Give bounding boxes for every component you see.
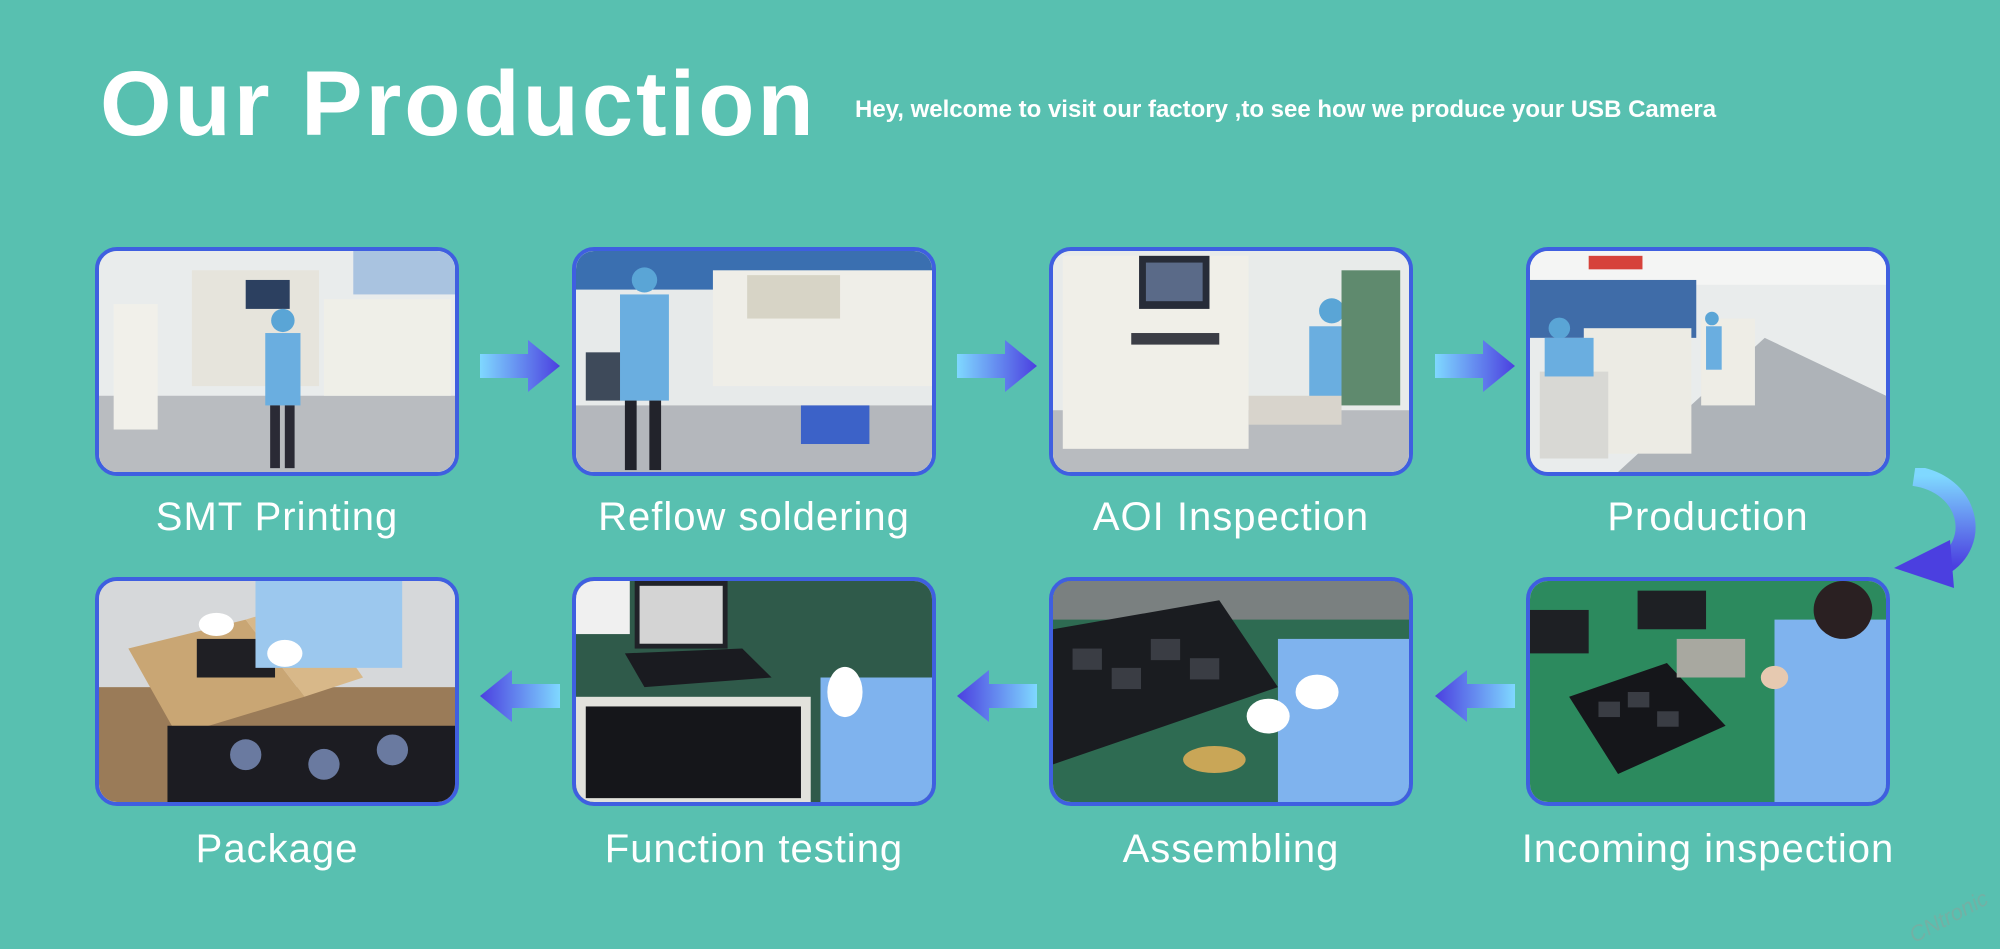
page-subtitle: Hey, welcome to visit our factory ,to se… (855, 96, 1717, 123)
photo-function-testing (572, 577, 936, 806)
photo-production (1526, 247, 1890, 476)
page-title: Our Production (100, 53, 817, 155)
curved-arrow-icon (1894, 468, 1976, 588)
photo-aoi-inspection (1049, 247, 1413, 476)
label-aoi-inspection: AOI Inspection (1092, 495, 1370, 539)
photo-package (95, 577, 459, 806)
arrow-left-icon (957, 670, 1037, 722)
arrow-right-icon (1435, 340, 1515, 392)
label-function-testing: Function testing (604, 827, 904, 871)
arrow-left-icon (480, 670, 560, 722)
label-production: Production (1607, 495, 1809, 539)
arrow-right-icon (957, 340, 1037, 392)
photo-assembling (1049, 577, 1413, 806)
photo-reflow-soldering (572, 247, 936, 476)
photo-smt-printing (95, 247, 459, 476)
arrow-left-icon (1435, 670, 1515, 722)
photo-incoming-inspection (1526, 577, 1890, 806)
label-smt-printing: SMT Printing (155, 495, 399, 539)
label-assembling: Assembling (1122, 827, 1340, 871)
watermark-logo: CNtronic (1905, 885, 1993, 948)
label-incoming-inspection: Incoming inspection (1521, 827, 1895, 871)
label-package: Package (195, 827, 359, 871)
label-reflow-soldering: Reflow soldering (598, 495, 910, 539)
arrow-right-icon (480, 340, 560, 392)
